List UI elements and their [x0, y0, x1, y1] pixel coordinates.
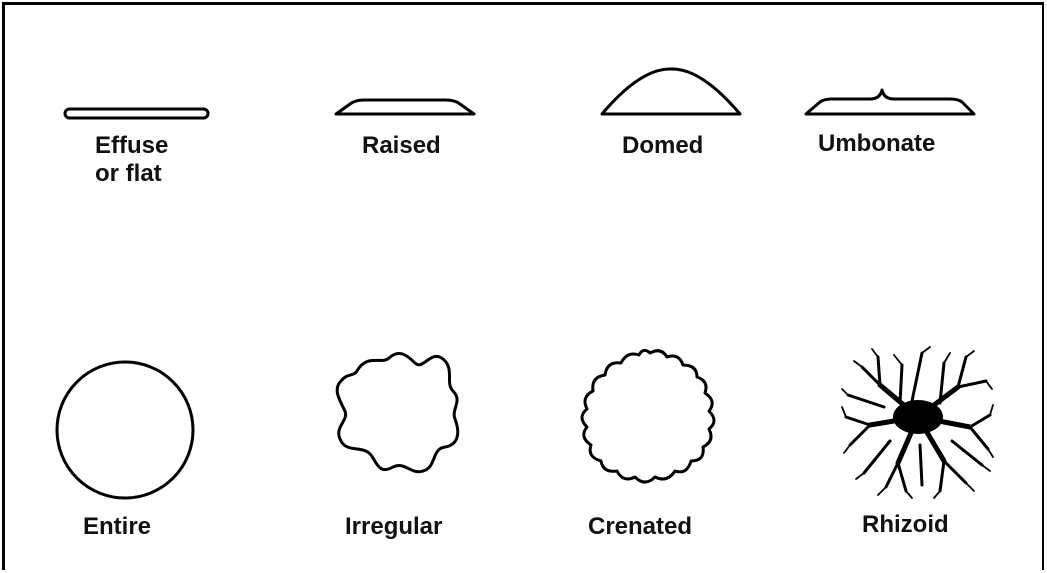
effuse-flat-profile	[60, 100, 215, 128]
effuse-label-line1: Effuse	[95, 132, 168, 160]
umbonate-profile	[800, 84, 980, 120]
rhizoid-label: Rhizoid	[862, 511, 949, 539]
raised-label: Raised	[362, 132, 441, 160]
effuse-flat-label: Effuse or flat	[95, 132, 168, 187]
entire-margin-shape	[50, 355, 200, 505]
crenated-label: Crenated	[588, 513, 692, 541]
domed-profile	[596, 64, 746, 120]
effuse-label-line2: or flat	[95, 160, 168, 188]
raised-profile	[330, 90, 480, 122]
domed-label: Domed	[622, 132, 703, 160]
irregular-margin-shape	[327, 343, 472, 483]
irregular-label: Irregular	[345, 513, 442, 541]
rhizoid-margin-shape	[840, 345, 995, 500]
umbonate-label: Umbonate	[818, 130, 935, 158]
crenated-margin-shape	[575, 345, 725, 495]
entire-label: Entire	[83, 513, 151, 541]
